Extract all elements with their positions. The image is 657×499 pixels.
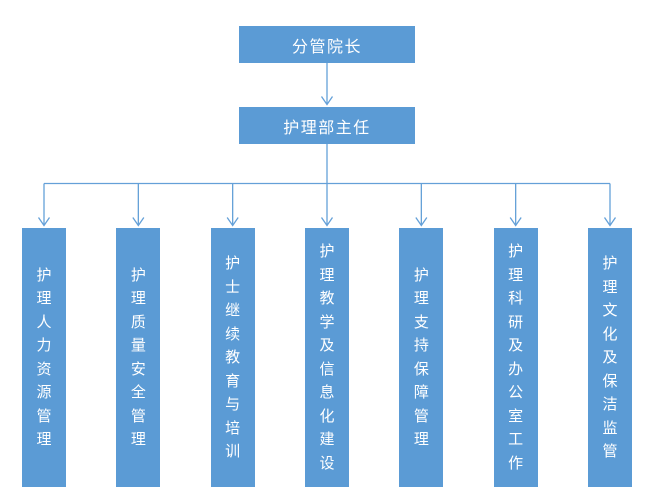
- department-box: 护理质量安全管理: [116, 228, 161, 487]
- department-box: 护理文化及保洁监管: [588, 228, 632, 487]
- department-box: 护理教学及信息化建设: [305, 228, 349, 487]
- department-box: 护理人力资源管理: [22, 228, 66, 487]
- department-box: 护士继续教育与培训: [210, 228, 255, 487]
- box-deputy-director: 分管院长: [239, 26, 415, 63]
- box-nursing-department-director: 护理部主任: [239, 107, 415, 144]
- department-box: 护理支持保障管理: [399, 228, 444, 487]
- department-box: 护理科研及办公室工作: [493, 228, 538, 487]
